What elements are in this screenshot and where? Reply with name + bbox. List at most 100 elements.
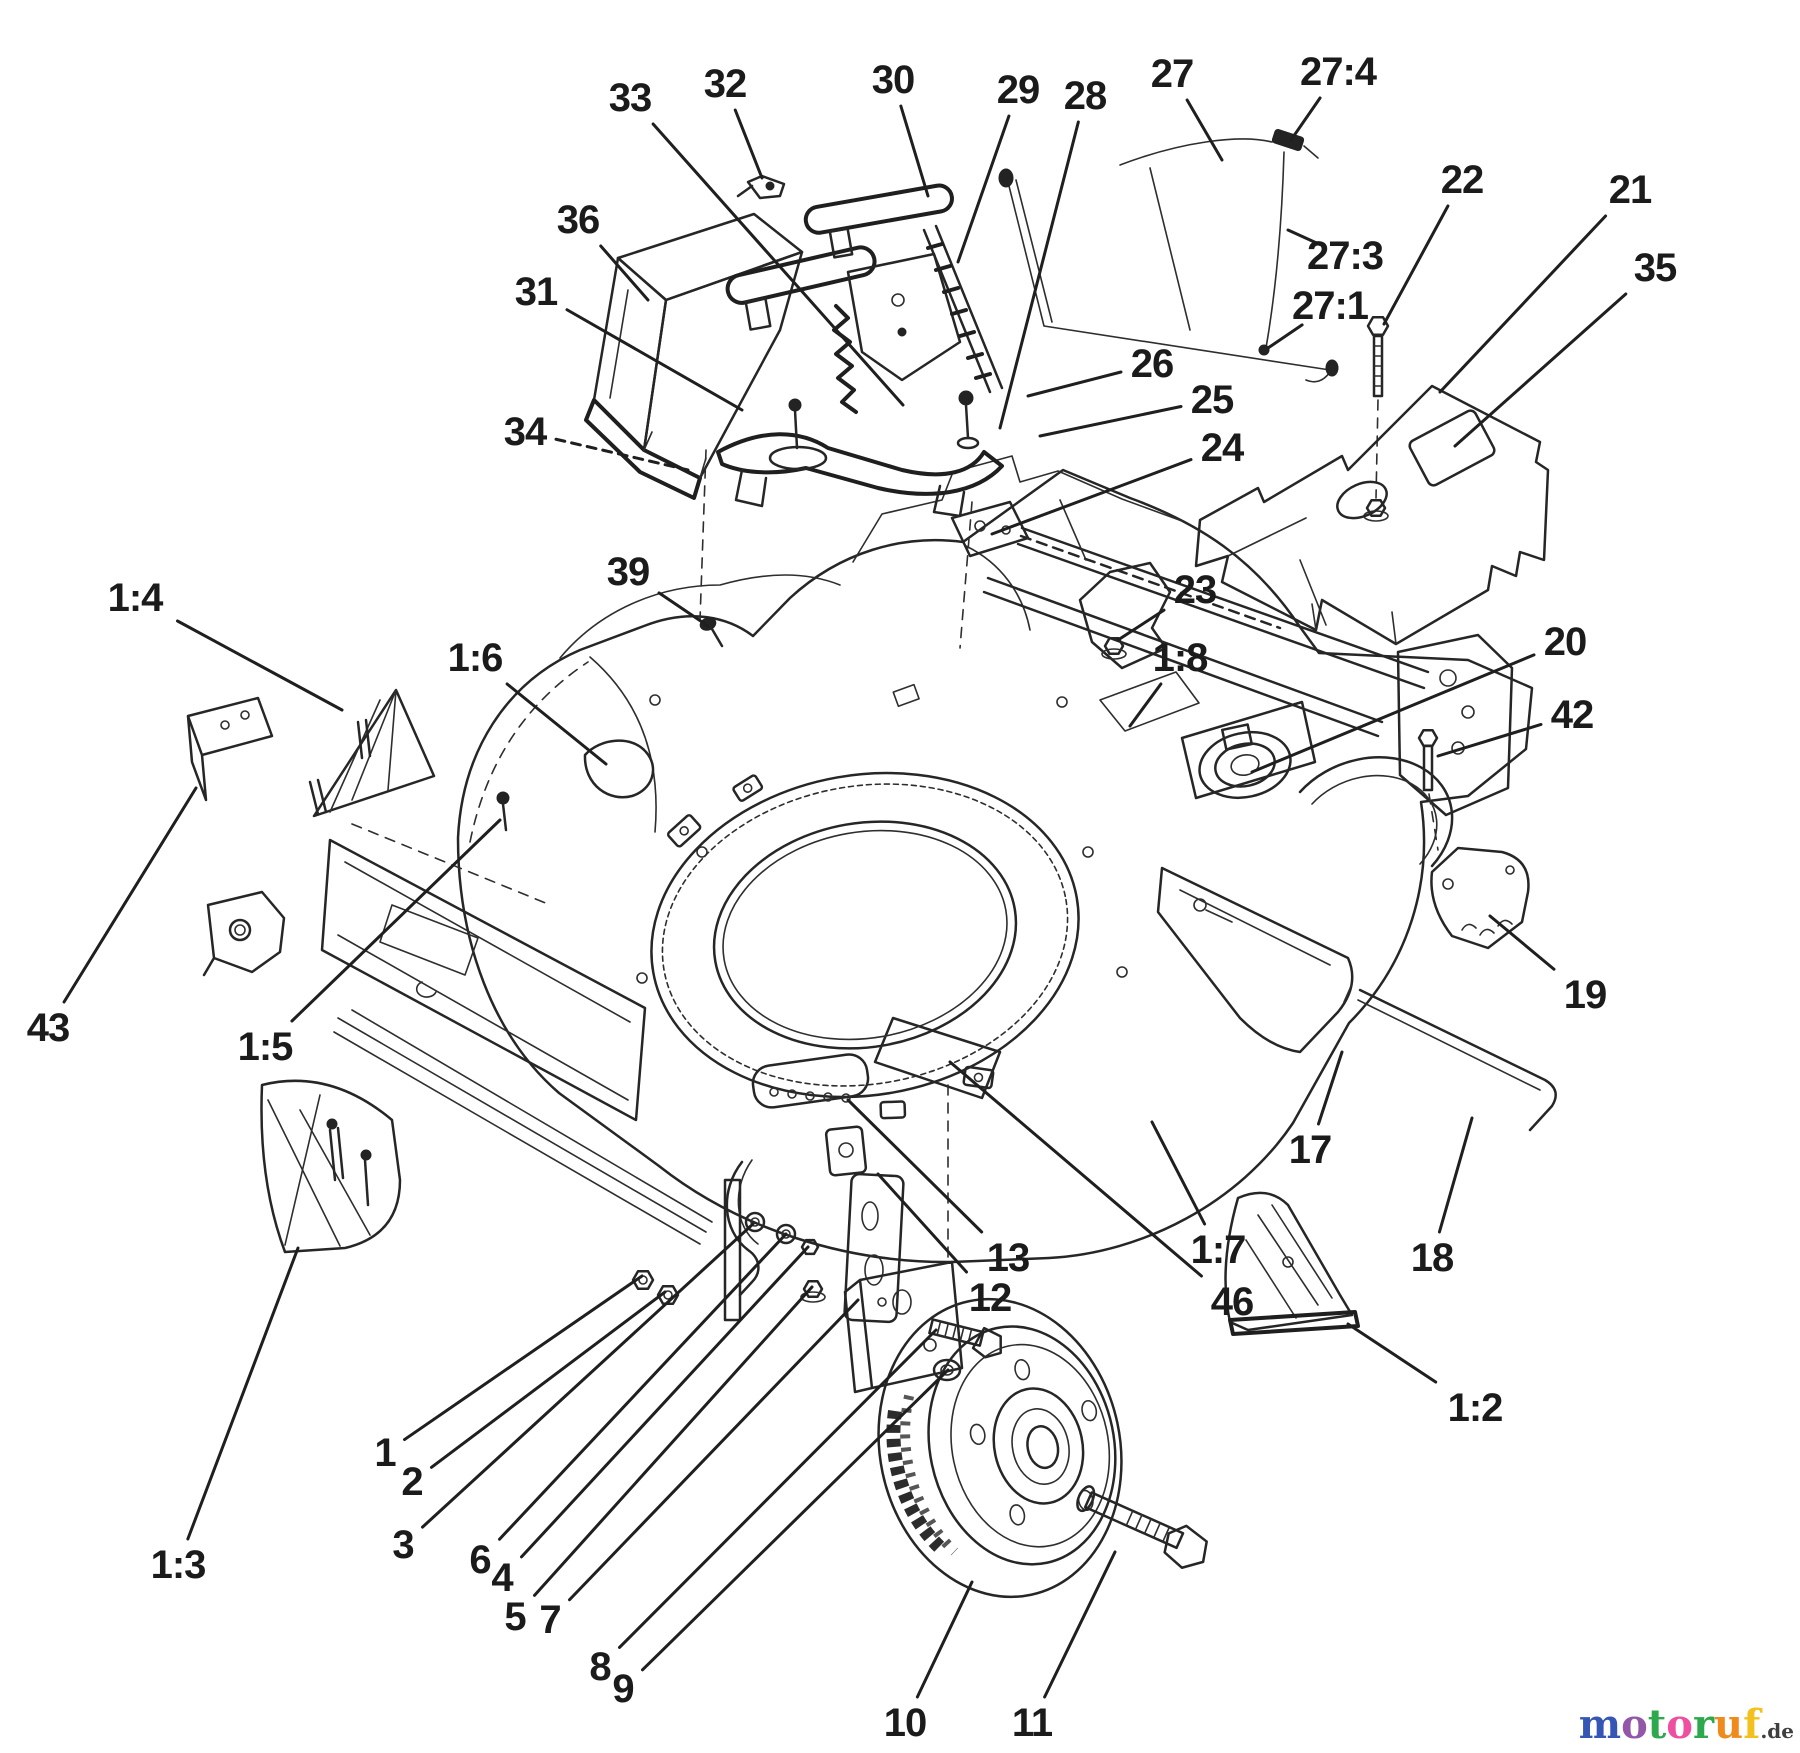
callout-24: 24 [990,426,1246,536]
callout-20: 20 [1250,620,1587,774]
callout-label-27:4: 27:4 [1300,50,1378,94]
art-rect [824,1125,868,1177]
leader-line-42 [1436,722,1543,758]
callout-33: 33 [609,76,905,407]
brand-logo-letter: o [1666,1701,1693,1748]
leader-line-35 [1453,292,1628,448]
brand-logo-letter: f [1743,1701,1761,1748]
art-circle [742,783,753,793]
leader-line-27:4 [1289,96,1322,142]
art-circle [1116,966,1128,978]
art-line [1205,909,1233,923]
art-path [616,212,804,302]
callout-label-39: 39 [607,550,650,594]
leader-line-29 [956,114,1011,264]
art-polygon [1366,316,1390,336]
callout-label-30: 30 [872,58,915,102]
art-path [328,1126,370,1207]
art-path [186,696,274,802]
callout-1:3: 1:3 [151,1246,300,1587]
leader-line-4 [520,1245,810,1559]
art-ellipse [956,436,980,450]
art-circle [775,1223,797,1245]
callout-27: 27 [1151,52,1224,162]
leader-line-8 [618,1328,938,1649]
art-path [1305,371,1331,383]
callout-label-36: 36 [557,198,600,242]
callout-label-1:4: 1:4 [108,576,165,620]
art-path [965,545,1031,631]
art-line [793,408,799,450]
callout-7: 7 [539,1298,860,1642]
callout-25: 25 [1038,378,1235,438]
leader-line-13 [846,1098,984,1234]
art-ellipse [969,1423,986,1446]
callout-29: 29 [956,68,1040,264]
cable-27-3 [1119,138,1273,166]
art-path [736,174,786,200]
callout-label-31: 31 [515,270,558,314]
art-path [337,861,631,1101]
brand-logo-letters: motoruf [1579,1701,1761,1748]
art-path [1227,517,1397,645]
callout-label-1: 1 [374,1431,396,1475]
art-ellipse [1336,480,1388,520]
leader-line-17 [1316,1050,1344,1126]
art-path [329,689,397,813]
spring-31 [832,304,858,414]
art-rect [1083,1491,1185,1550]
leader-line-1:2 [1346,1322,1438,1384]
callout-31: 31 [515,270,744,412]
callout-19: 19 [1488,914,1607,1017]
art-circle [234,924,246,936]
callout-label-12: 12 [969,1276,1012,1320]
art-ellipse [861,1201,879,1231]
rod-18 [1343,983,1557,1132]
art-line [964,403,970,440]
brand-logo[interactable]: motoruf.de [1579,1705,1794,1745]
callout-1: 1 [374,1274,644,1475]
art-circle [220,720,230,730]
art-path [1303,145,1319,159]
wheel-well-arch [1298,756,1454,868]
lower-handle-bar [725,245,877,305]
callout-label-32: 32 [704,62,747,106]
art-rect [892,683,920,708]
art-circle [974,520,986,532]
rear-skirt-17 [1156,866,1354,1054]
callout-1:7: 1:7 [1150,1120,1246,1272]
callout-1:4: 1:4 [108,576,344,712]
callout-label-1:7: 1:7 [1191,1228,1246,1272]
leader-line-34 [554,437,690,472]
art-path [1016,526,1430,690]
callout-label-27: 27 [1151,52,1194,96]
art-circle [679,826,689,836]
leader-line-10 [915,1580,974,1699]
callout-26: 26 [1026,342,1174,398]
art-ellipse [1026,1425,1060,1470]
art-ellipse [661,783,1069,1087]
art-path [592,256,668,452]
callout-label-5: 5 [504,1595,526,1639]
leader-line-3 [421,1222,755,1529]
art-line [710,627,724,648]
art-ellipse [650,771,1080,1099]
callout-label-25: 25 [1191,378,1234,422]
art-path [1003,154,1380,375]
callout-label-1:2: 1:2 [1448,1386,1503,1430]
bracket-43 [186,696,274,802]
callout-17: 17 [1289,1050,1344,1172]
callout-22: 22 [1382,158,1484,326]
leader-line-1:8 [1128,682,1163,728]
art-path [1007,179,1331,371]
art-line [959,501,973,649]
adjuster-lever [725,1160,760,1297]
art-circle [1442,878,1454,890]
wheel-bolt-11 [1076,1485,1208,1569]
callout-label-28: 28 [1064,74,1107,118]
callout-label-43: 43 [27,1006,70,1050]
callout-label-23: 23 [1174,568,1217,612]
handle-mount-assembly [699,174,1030,649]
art-path [1430,846,1530,950]
